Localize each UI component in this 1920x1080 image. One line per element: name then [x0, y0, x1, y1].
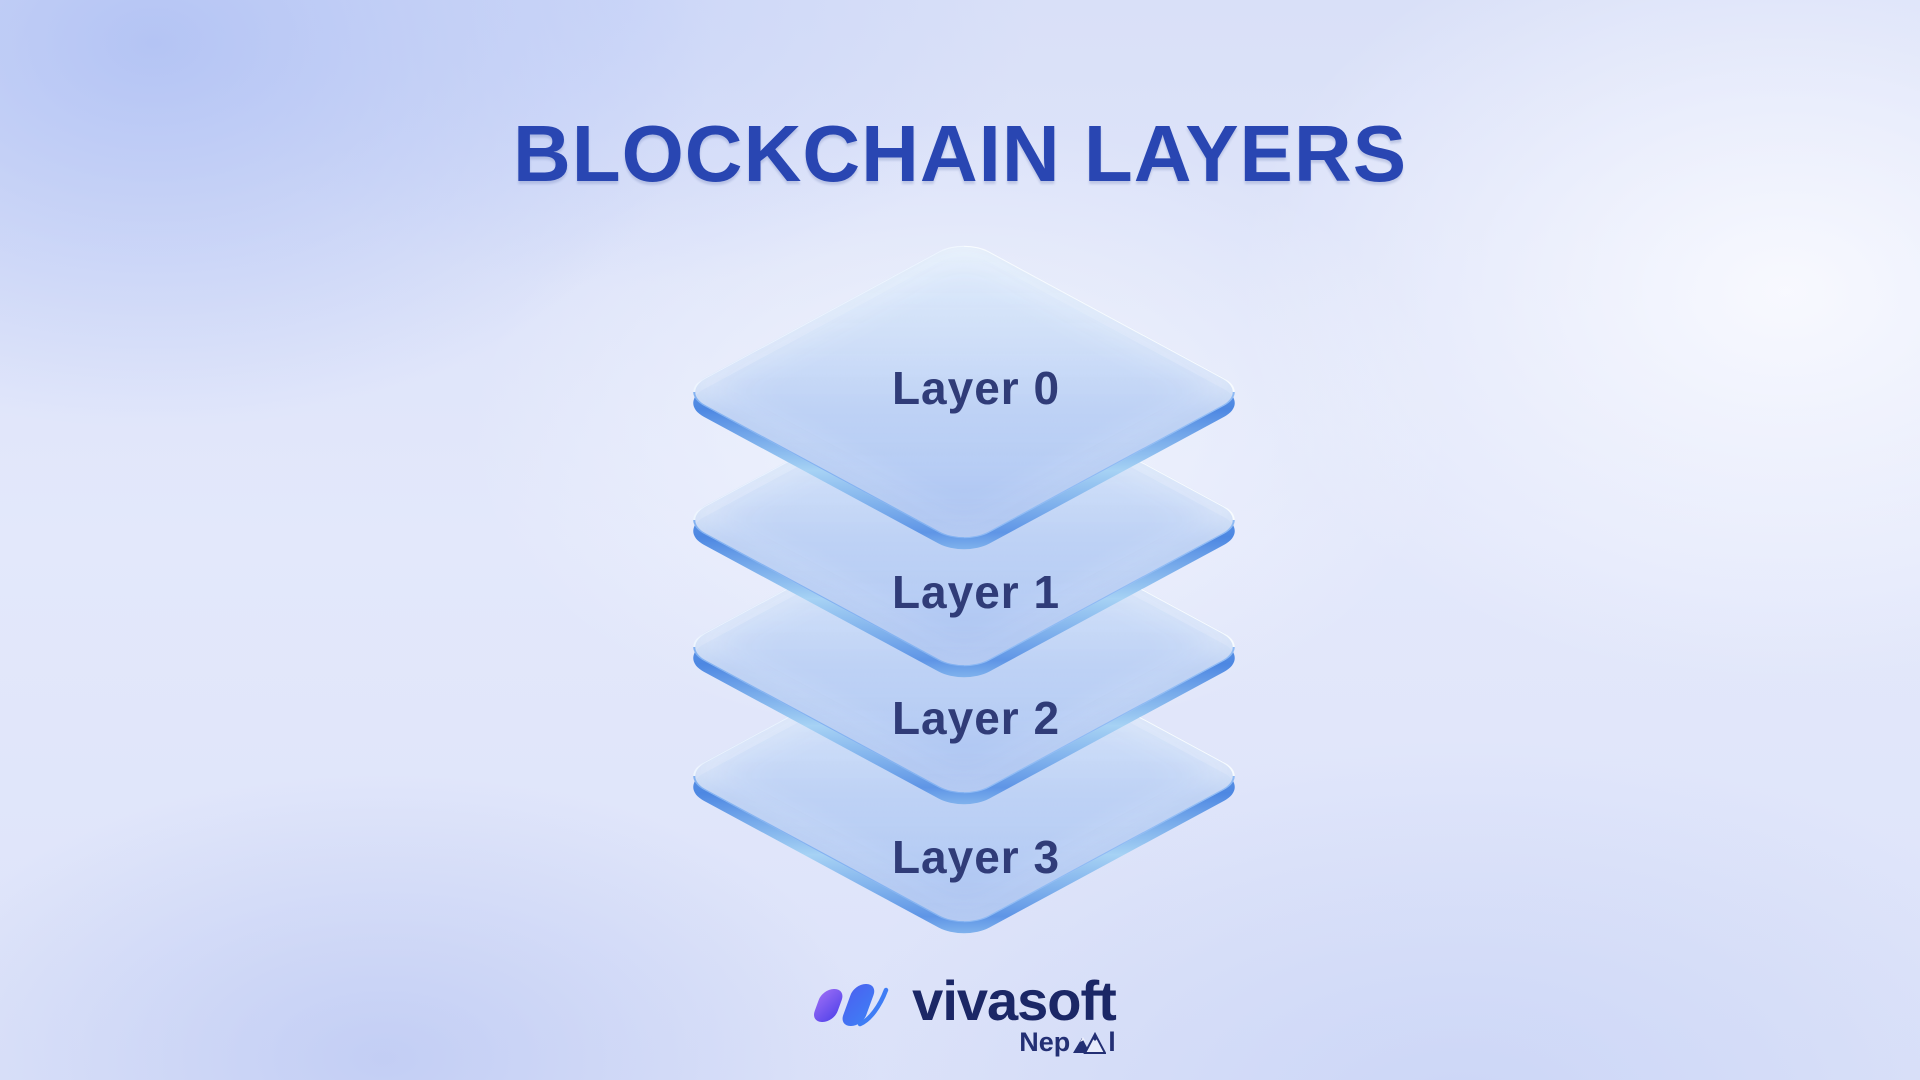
- layer-label-3: Layer 3: [891, 831, 1061, 883]
- vivasoft-logo-text: vivasoft Nep l: [912, 969, 1117, 1057]
- region-prefix: Nep: [1019, 1026, 1071, 1057]
- vivasoft-logo-icon: [814, 984, 889, 1027]
- vivasoft-logo: vivasoft Nep l: [0, 969, 1920, 1057]
- layer-label-0: Layer 0: [891, 362, 1061, 414]
- region-wordmark: Nep l: [1019, 1026, 1116, 1057]
- layer-label-2: Layer 2: [891, 692, 1061, 744]
- page-title: BLOCKCHAIN LAYERS: [512, 109, 1408, 198]
- region-suffix: l: [1108, 1026, 1116, 1057]
- brand-wordmark: vivasoft: [912, 969, 1117, 1032]
- layer-label-1: Layer 1: [891, 566, 1061, 618]
- mountain-icon: [1073, 1031, 1107, 1054]
